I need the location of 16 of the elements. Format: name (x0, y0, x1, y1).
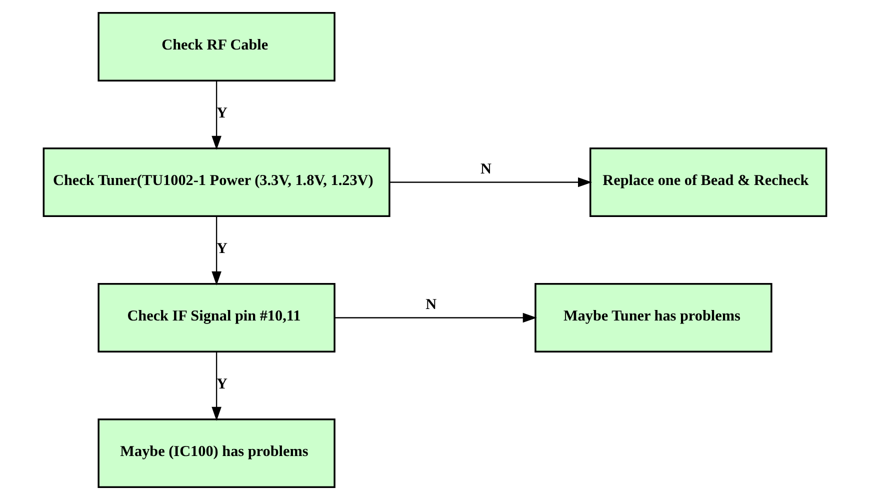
node-box: Check RF Cable (98, 12, 336, 82)
node-box: Check IF Signal pin #10,11 (98, 283, 336, 352)
edge-label: Y (216, 240, 228, 257)
arrow (212, 216, 222, 286)
edge-label: N (480, 160, 492, 178)
arrow (212, 80, 222, 150)
edge-label: N (426, 296, 437, 313)
node-box: Replace one of Bead & Recheck (590, 148, 828, 217)
node-box: Maybe (IC100) has problems (98, 418, 336, 488)
edge-label: Y (216, 104, 228, 122)
arrow (334, 312, 537, 323)
arrow (212, 352, 222, 421)
node-box: Maybe Tuner has problems (534, 283, 772, 352)
edge-label: Y (216, 375, 228, 392)
arrow (390, 177, 592, 188)
node-box: Check Tuner(TU1002-1 Power (3.3V, 1.8V, 1.23V) (42, 148, 390, 217)
